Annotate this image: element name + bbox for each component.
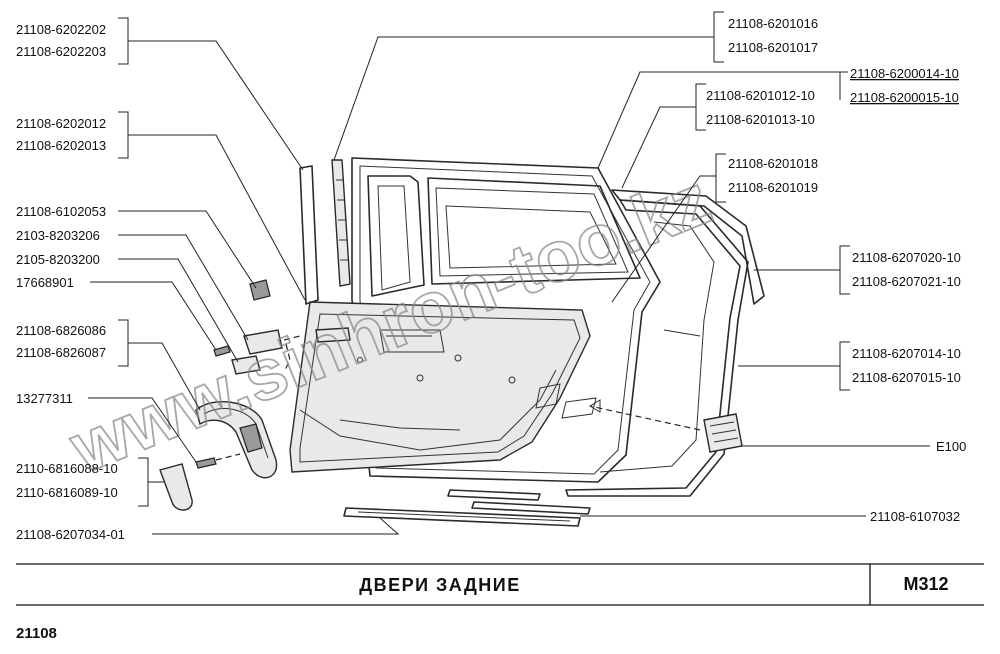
part-labels: 21108-6202202 21108-6202203 21108-620201… [16, 16, 966, 542]
label-21108-6201013-10: 21108-6201013-10 [706, 112, 815, 127]
diagram-code: М312 [903, 574, 948, 594]
label-21108-6207014-10: 21108-6207014-10 [852, 346, 961, 361]
label-21108-6826087: 21108-6826087 [16, 345, 106, 360]
label-21108-6201017: 21108-6201017 [728, 40, 818, 55]
leader-lines [88, 11, 930, 535]
title-block: ДВЕРИ ЗАДНИЕ М312 21108 [16, 563, 984, 642]
screw [213, 345, 231, 357]
pillar-strip [331, 159, 351, 287]
label-21108-6202013: 21108-6202013 [16, 138, 106, 153]
armrest-handle [195, 401, 278, 479]
label-E100: E100 [936, 439, 966, 454]
label-21108-6207020-10: 21108-6207020-10 [852, 250, 961, 265]
door-seal-lower [565, 199, 749, 497]
label-21108-6202203: 21108-6202203 [16, 44, 106, 59]
label-13277311: 13277311 [16, 391, 73, 406]
label-21108-6207015-10: 21108-6207015-10 [852, 370, 961, 385]
label-21108-6207021-10: 21108-6207021-10 [852, 274, 961, 289]
handle-screw [195, 457, 217, 469]
label-21108-6200015-10: 21108-6200015-10 [850, 90, 959, 105]
label-21108-6201016: 21108-6201016 [728, 16, 818, 31]
label-21108-6201012-10: 21108-6201012-10 [706, 88, 815, 103]
label-2110-6816089-10: 2110-6816089-10 [16, 485, 118, 500]
label-21108-6207034-01: 21108-6207034-01 [16, 527, 125, 542]
lamp-connector-dash [283, 335, 301, 373]
glass-channel-strip [299, 165, 319, 305]
label-21108-6202012: 21108-6202012 [16, 116, 106, 131]
model-number: 21108 [16, 625, 57, 642]
label-2105-8203200: 2105-8203200 [16, 252, 100, 267]
label-21108-6826086: 21108-6826086 [16, 323, 106, 338]
armrest-cover [159, 463, 193, 511]
courtesy-lamp [243, 329, 283, 355]
clip-part [249, 279, 271, 301]
window-switch [703, 413, 743, 453]
label-21108-6201019: 21108-6201019 [728, 180, 818, 195]
lower-strip-long [343, 507, 581, 527]
lamp-lens [231, 355, 261, 375]
switch-connector-dash [589, 405, 701, 431]
label-21108-6201018: 21108-6201018 [728, 156, 818, 171]
label-21108-6107032: 21108-6107032 [870, 509, 960, 524]
label-21108-6102053: 21108-6102053 [16, 204, 106, 219]
door-inner-panel [289, 301, 591, 473]
door-illustration [159, 157, 765, 527]
label-17668901: 17668901 [16, 275, 74, 290]
label-2103-8203206: 2103-8203206 [16, 228, 100, 243]
label-2110-6816088-10: 2110-6816088-10 [16, 461, 118, 476]
label-21108-6200014-10: 21108-6200014-10 [850, 66, 959, 81]
door-window-opening [367, 175, 425, 297]
label-21108-6202202: 21108-6202202 [16, 22, 106, 37]
lower-strip-short [447, 489, 541, 501]
diagram-title: ДВЕРИ ЗАДНИЕ [359, 575, 520, 595]
